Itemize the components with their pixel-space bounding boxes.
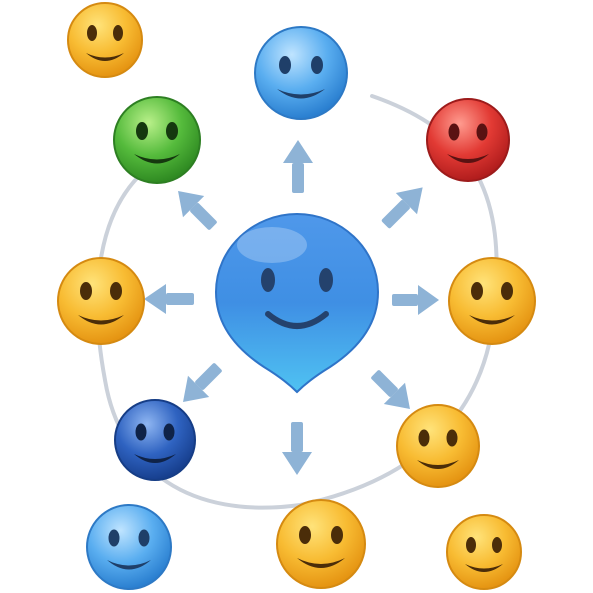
arrow-down-left bbox=[183, 363, 222, 402]
node-upper-left-green bbox=[113, 96, 201, 184]
node-lower-left-navy bbox=[114, 399, 196, 481]
smiley-face-icon bbox=[261, 268, 333, 329]
node-lower-right-yellow bbox=[396, 404, 480, 488]
smiley-face-icon bbox=[134, 423, 176, 463]
center-pin-node bbox=[214, 212, 380, 394]
smiley-face-icon bbox=[447, 123, 489, 163]
arrow-down bbox=[282, 422, 312, 475]
arrow-down-right bbox=[371, 370, 410, 409]
node-corner-bottom-left-blue bbox=[86, 504, 172, 590]
smiley-face-icon bbox=[417, 429, 459, 469]
smiley-face-icon bbox=[107, 529, 151, 570]
node-corner-top-left-yellow bbox=[67, 2, 143, 78]
node-corner-bottom-right-yellow bbox=[446, 514, 522, 590]
arrow-right bbox=[392, 285, 439, 315]
node-bottom-yellow bbox=[276, 499, 366, 589]
smiley-face-icon bbox=[277, 56, 325, 99]
arrow-up-right bbox=[381, 187, 423, 229]
node-left-yellow bbox=[57, 257, 145, 345]
node-top-blue bbox=[254, 26, 348, 120]
smiley-face-icon bbox=[297, 526, 345, 568]
node-upper-right-red bbox=[426, 98, 510, 182]
node-right-yellow bbox=[448, 257, 536, 345]
arrow-left bbox=[144, 284, 194, 314]
ring-nodes bbox=[57, 26, 536, 589]
arrow-up-left bbox=[178, 191, 217, 230]
smiley-face-icon bbox=[78, 282, 124, 325]
arrows bbox=[144, 140, 439, 475]
smiley-face-icon bbox=[465, 537, 503, 572]
arrow-up bbox=[283, 140, 313, 193]
smiley-face-icon bbox=[134, 122, 180, 164]
smiley-face-icon bbox=[469, 282, 515, 325]
outer-nodes bbox=[67, 2, 522, 590]
smiley-face-icon bbox=[86, 25, 124, 61]
